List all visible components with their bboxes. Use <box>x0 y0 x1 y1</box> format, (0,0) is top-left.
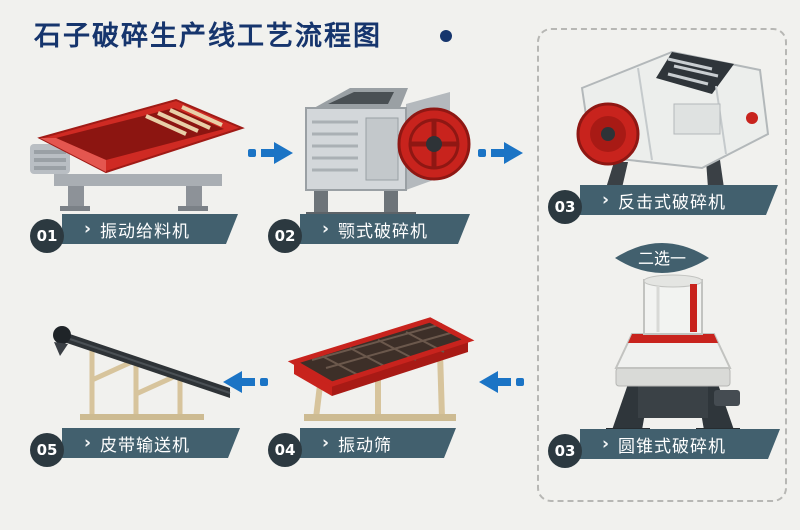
belt-conveyor-illustration <box>52 308 242 426</box>
machine-label: 振动筛 <box>338 435 393 456</box>
step-badge-05: 05 <box>30 433 64 467</box>
machine-label: 振动给料机 <box>100 221 191 242</box>
step-badge-03-impact: 03 <box>548 190 582 224</box>
machine-label: 圆锥式破碎机 <box>618 436 727 457</box>
arrow-feeder-to-jaw <box>248 139 294 167</box>
chevron-right-icon: › <box>84 432 93 453</box>
choice-lens: 二选一 <box>612 240 712 276</box>
step-number: 01 <box>36 227 58 245</box>
step-number: 03 <box>554 442 576 460</box>
vibrating-screen-illustration <box>282 300 477 425</box>
step-badge-01: 01 <box>30 219 64 253</box>
step-badge-02: 02 <box>268 219 302 253</box>
label-vibrating-screen: › 振动筛 <box>300 428 456 458</box>
title-dot <box>440 30 452 42</box>
arrow-jaw-to-crusher <box>478 139 524 167</box>
vibrating-feeder-illustration <box>28 88 246 213</box>
step-badge-03-cone: 03 <box>548 434 582 468</box>
choice-lens-label: 二选一 <box>638 249 686 268</box>
label-impact-crusher: › 反击式破碎机 <box>580 185 778 215</box>
label-vibrating-feeder: › 振动给料机 <box>62 214 238 244</box>
page-title: 石子破碎生产线工艺流程图 <box>34 21 382 52</box>
chevron-right-icon: › <box>602 433 611 454</box>
cone-crusher-illustration <box>598 272 748 437</box>
step-number: 05 <box>36 441 58 459</box>
jaw-crusher-illustration <box>288 78 473 218</box>
machine-label: 皮带输送机 <box>100 435 191 456</box>
step-number: 03 <box>554 198 576 216</box>
machine-label: 颚式破碎机 <box>338 221 429 242</box>
chevron-right-icon: › <box>322 218 331 239</box>
impact-crusher-illustration <box>556 42 776 190</box>
chevron-right-icon: › <box>84 218 93 239</box>
crusher-choice-dashed-box <box>537 28 787 502</box>
label-jaw-crusher: › 颚式破碎机 <box>300 214 470 244</box>
chevron-right-icon: › <box>322 432 331 453</box>
arrow-crusher-to-screen <box>478 368 524 396</box>
machine-label: 反击式破碎机 <box>618 192 727 213</box>
step-number: 04 <box>274 441 296 459</box>
arrow-screen-to-conveyor <box>222 368 268 396</box>
label-cone-crusher: › 圆锥式破碎机 <box>580 429 780 459</box>
label-belt-conveyor: › 皮带输送机 <box>62 428 240 458</box>
chevron-right-icon: › <box>602 189 611 210</box>
step-badge-04: 04 <box>268 433 302 467</box>
step-number: 02 <box>274 227 296 245</box>
